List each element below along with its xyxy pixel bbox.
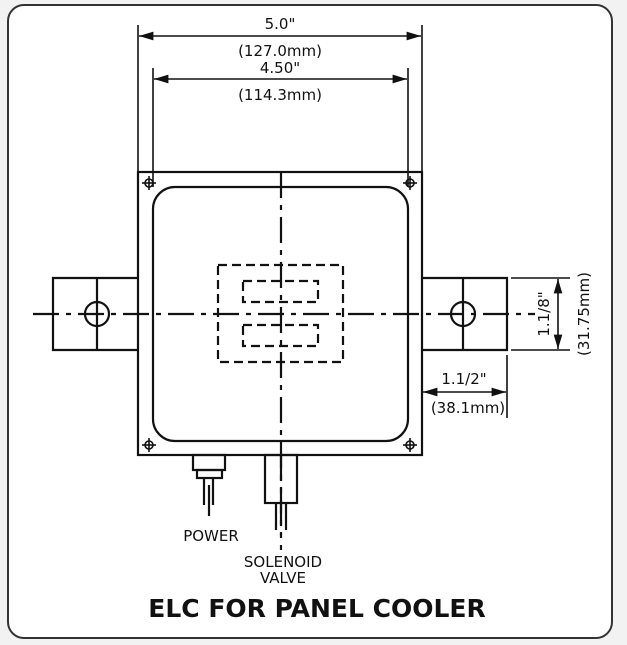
mounting-width-mm: (114.3mm) bbox=[238, 86, 322, 104]
bracket-length-mm: (38.1mm) bbox=[431, 399, 505, 417]
bracket-length-inch: 1.1/2" bbox=[441, 370, 486, 388]
solenoid-label: SOLENOID bbox=[244, 553, 322, 571]
drawing-frame bbox=[7, 4, 613, 639]
bracket-height-mm: (31.75mm) bbox=[575, 272, 593, 356]
dimension-mounting-width: 4.50" (114.3mm) bbox=[152, 59, 409, 187]
power-connector bbox=[191, 453, 227, 516]
drawing-title: ELC FOR PANEL COOLER bbox=[148, 594, 485, 623]
power-label: POWER bbox=[183, 527, 239, 545]
valve-label: VALVE bbox=[260, 569, 306, 587]
mounting-width-inch: 4.50" bbox=[260, 59, 300, 77]
dimension-bracket-length: 1.1/2" (38.1mm) bbox=[423, 355, 508, 418]
bracket-height-inch: 1.1/8" bbox=[535, 291, 553, 336]
dimension-bracket-height: 1.1/8" (31.75mm) bbox=[511, 272, 593, 356]
solenoid-connector bbox=[263, 453, 299, 550]
overall-width-inch: 5.0" bbox=[265, 15, 296, 33]
overall-width-mm: (127.0mm) bbox=[238, 42, 322, 60]
dimension-overall-width: 5.0" (127.0mm) bbox=[137, 15, 423, 172]
mounting-screw-icons bbox=[142, 176, 417, 452]
